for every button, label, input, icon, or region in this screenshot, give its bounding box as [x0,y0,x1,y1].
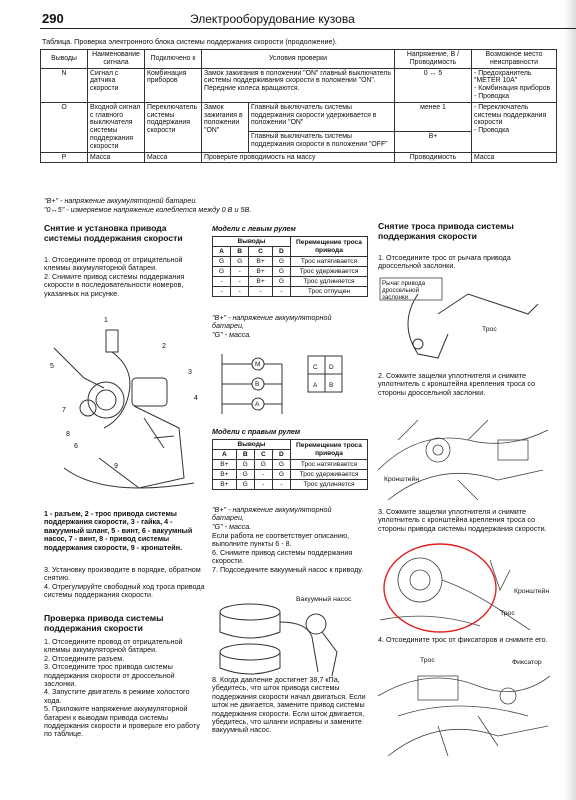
svg-text:7: 7 [62,407,66,414]
col3-para-3: 3. Сожмите защелки уплотнителя и снимите… [378,507,547,533]
table-note-1: "B+" - напряжение аккумуляторной батареи… [44,196,198,205]
bracket-label-1: Кронштейн [384,476,420,483]
th-conn: Подключено к [144,49,202,69]
cable-label-3: Трос [420,657,435,664]
throttle-lever-label: Рычаг привода дроссельной заслонки [382,280,426,301]
th-cond: Условия проверки [201,49,395,69]
table-row: O Входной сигнал с главного выключателя … [40,101,557,153]
svg-text:6: 6 [74,443,78,450]
ecu-check-table: Выводы Наименование сигнала Подключено к… [40,49,557,164]
svg-text:D: D [329,364,334,371]
page-title: Электрооборудование кузова [190,12,355,26]
svg-text:B: B [329,382,333,389]
col1-para-1: 1. Отсоедините провод от отрицательной к… [44,255,185,298]
cable-clips-figure [378,675,550,757]
col2-para-final: 8. Когда давление достигнет 38,7 кПа, уб… [212,675,366,735]
table-note-2: "0↔5" - измеряемое напряжение колеблется… [44,205,252,214]
col3-para-2: 2. Сожмите защелки уплотнителя и снимите… [378,371,536,397]
right-hand-title: Модели с правым рулем [212,427,301,436]
svg-text:9: 9 [114,463,118,470]
table-row: Главный выключатель системы поддержания … [41,130,557,153]
col1-fig-caption: 1 - разъем, 2 - трос привода системы под… [44,509,193,552]
col1-para-3: 1. Отсоедините провод от отрицательной к… [44,637,200,739]
svg-text:M: M [255,361,260,368]
page-number: 290 [42,11,64,26]
actuator-bracket-figure [379,543,531,633]
th-pins: Выводы [40,49,88,69]
bracket-label-2: Кронштейн [514,588,550,595]
col1-para-2: 3. Установку производите в порядке, обра… [44,565,205,600]
actuator-wiring-diagram: M B A C D A B [221,354,343,414]
th-volt: Напряжение, В / Проводимость [394,49,472,69]
vacuum-pump-label: Вакуумный насос [296,596,352,603]
col1-heading-1: Снятие и установка привода системы подде… [44,223,183,243]
svg-text:B: B [255,381,259,388]
svg-text:3: 3 [188,369,192,376]
table-row: B+G--Трос удлиняется [212,479,368,490]
svg-text:A: A [313,382,318,389]
col3-para-1: 1. Отсоедините трос от рычага привода др… [378,253,511,271]
th-fault: Возможное место неисправности [471,49,557,69]
cable-label-1: Трос [482,326,497,333]
left-hand-note: "B+" - напряжение аккумуляторной батареи… [212,313,332,339]
table-row: ----Трос отпущен [211,286,368,297]
throttle-bracket-figure [378,419,548,501]
svg-text:2: 2 [162,343,166,350]
left-hand-title: Модели с левым рулем [212,224,296,233]
svg-text:4: 4 [194,395,198,402]
table-row: P Масса Масса Проверьте проводимость на … [40,151,557,164]
vacuum-pump-figure [219,603,338,677]
table-caption: Таблица. Проверка электронного блока сис… [42,37,337,46]
svg-text:A: A [255,401,260,408]
actuator-removal-figure: 1 2 3 4 5 7 8 9 6 [50,317,198,489]
col1-heading-2: Проверка привода системы поддержания ско… [44,613,164,633]
col2-para-after: Если работа не соответствует описанию, в… [212,531,364,574]
col3-heading: Снятие троса привода системы поддержания… [378,221,514,241]
svg-text:5: 5 [50,363,54,370]
table-row: N Сигнал с датчика скорости Комбинация п… [40,67,557,103]
svg-text:C: C [313,364,318,371]
svg-text:1: 1 [104,317,108,324]
clip-label: Фиксатор [512,659,542,666]
cable-label-2: Трос [500,610,515,617]
header-rule [40,28,576,29]
th-signal: Наименование сигнала [87,49,145,69]
svg-text:8: 8 [66,431,70,438]
page-edge-shadow [564,0,576,800]
col3-para-4: 4. Отсоедините трос от фиксаторов и сним… [378,635,548,644]
right-hand-note: "B+" - напряжение аккумуляторной батареи… [212,505,332,531]
throttle-lever-figure [379,277,539,359]
